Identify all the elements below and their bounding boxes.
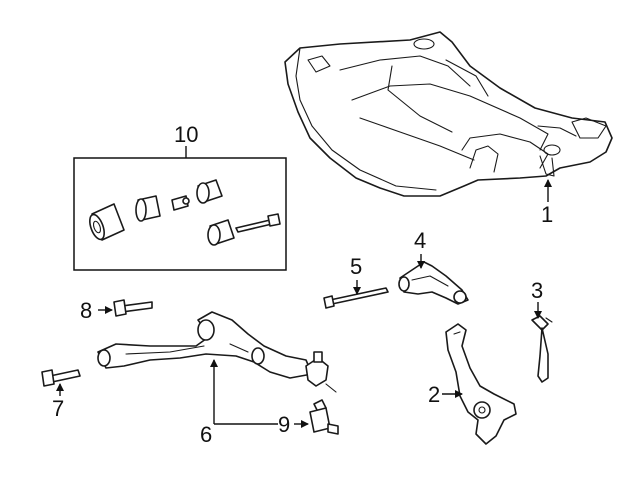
upper-control-arm <box>398 261 469 305</box>
crossmember-subframe <box>284 31 613 197</box>
callout-7: 7 <box>52 396 64 421</box>
short-bolt-8 <box>113 299 153 317</box>
bushing-kit-frame <box>73 157 287 271</box>
callout-6: 6 <box>200 422 212 447</box>
ball-joint <box>309 399 339 435</box>
callout-4: 4 <box>414 228 426 253</box>
callout-9: 9 <box>278 412 290 437</box>
short-bolt-7 <box>41 369 81 387</box>
callout-10: 10 <box>174 122 198 147</box>
steering-knuckle <box>445 323 517 445</box>
lower-control-arm <box>97 311 337 393</box>
callout-8: 8 <box>80 298 92 323</box>
bushing-kit-parts <box>89 179 281 246</box>
callout-1: 1 <box>541 202 553 227</box>
stabilizer-link <box>531 315 553 383</box>
long-bolt <box>323 287 389 309</box>
callout-3: 3 <box>531 278 543 303</box>
callout-5: 5 <box>350 254 362 279</box>
callout-2: 2 <box>428 382 440 407</box>
